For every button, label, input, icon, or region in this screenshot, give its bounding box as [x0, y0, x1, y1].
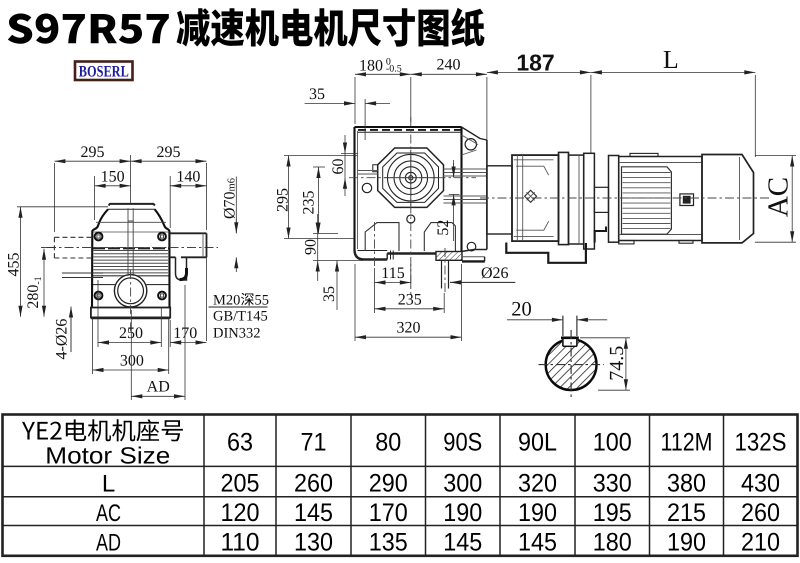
svg-text:M20: M20	[213, 293, 240, 309]
svg-text:295: 295	[274, 188, 291, 212]
svg-text:AC: AC	[763, 177, 795, 217]
svg-text:187: 187	[516, 50, 554, 76]
svg-text:100: 100	[593, 428, 632, 456]
svg-text:Ø26: Ø26	[481, 265, 509, 282]
svg-text:190: 190	[443, 499, 482, 527]
svg-text:BOSERL: BOSERL	[79, 63, 129, 80]
svg-text:130: 130	[294, 528, 333, 556]
svg-text:90: 90	[303, 239, 320, 255]
svg-text:112M: 112M	[661, 428, 713, 456]
svg-text:180: 180	[359, 58, 383, 75]
svg-text:120: 120	[221, 499, 260, 527]
svg-text:260: 260	[741, 499, 780, 527]
svg-text:71: 71	[301, 428, 327, 456]
svg-text:52: 52	[435, 220, 452, 236]
svg-text:DIN332: DIN332	[213, 326, 261, 342]
svg-text:235: 235	[301, 191, 318, 215]
svg-text:55: 55	[255, 293, 270, 309]
svg-text:140: 140	[176, 169, 200, 186]
svg-text:L: L	[663, 45, 679, 74]
svg-text:195: 195	[593, 499, 632, 527]
svg-text:110: 110	[221, 528, 260, 556]
svg-text:90S: 90S	[443, 428, 482, 456]
svg-text:430: 430	[741, 470, 780, 498]
svg-text:L: L	[102, 471, 115, 498]
svg-text:210: 210	[741, 528, 780, 556]
svg-text:74.5: 74.5	[606, 346, 628, 381]
svg-text:380: 380	[667, 470, 706, 498]
svg-text:35: 35	[321, 286, 338, 302]
svg-text:AD: AD	[147, 379, 170, 396]
svg-text:115: 115	[381, 265, 404, 282]
svg-text:320: 320	[518, 470, 557, 498]
svg-text:180: 180	[593, 528, 632, 556]
svg-text:AC: AC	[96, 500, 121, 527]
svg-text:135: 135	[369, 528, 408, 556]
svg-text:20: 20	[511, 299, 532, 321]
svg-text:80: 80	[375, 428, 401, 456]
svg-text:240: 240	[437, 57, 461, 74]
svg-text:295: 295	[81, 144, 105, 161]
svg-text:190: 190	[667, 528, 706, 556]
svg-text:145: 145	[294, 499, 333, 527]
svg-text:145: 145	[443, 528, 482, 556]
svg-text:GB/T145: GB/T145	[213, 309, 268, 325]
svg-text:150: 150	[101, 169, 125, 186]
svg-text:90L: 90L	[518, 428, 557, 456]
svg-text:190: 190	[518, 499, 557, 527]
svg-text:170: 170	[369, 499, 408, 527]
svg-text:205: 205	[221, 470, 260, 498]
svg-text:290: 290	[369, 470, 408, 498]
svg-text:Ø70m6: Ø70m6	[222, 178, 239, 219]
svg-text:455: 455	[6, 253, 23, 277]
svg-text:AD: AD	[96, 529, 121, 556]
svg-text:-0.5: -0.5	[386, 64, 402, 75]
svg-text:260: 260	[294, 470, 333, 498]
svg-text:63: 63	[227, 428, 253, 456]
svg-text:300: 300	[120, 353, 144, 370]
svg-text:145: 145	[518, 528, 557, 556]
svg-text:300: 300	[443, 470, 482, 498]
svg-text:60: 60	[330, 159, 347, 175]
svg-text:330: 330	[593, 470, 632, 498]
svg-text:235: 235	[398, 291, 422, 308]
svg-text:132S: 132S	[735, 428, 787, 456]
svg-text:35: 35	[309, 86, 325, 103]
svg-text:320: 320	[397, 320, 421, 337]
svg-text:Motor Size: Motor Size	[45, 443, 170, 469]
svg-text:0: 0	[386, 57, 391, 68]
svg-text:4-Ø26: 4-Ø26	[54, 319, 71, 360]
svg-text:215: 215	[667, 499, 706, 527]
svg-text:295: 295	[157, 144, 181, 161]
